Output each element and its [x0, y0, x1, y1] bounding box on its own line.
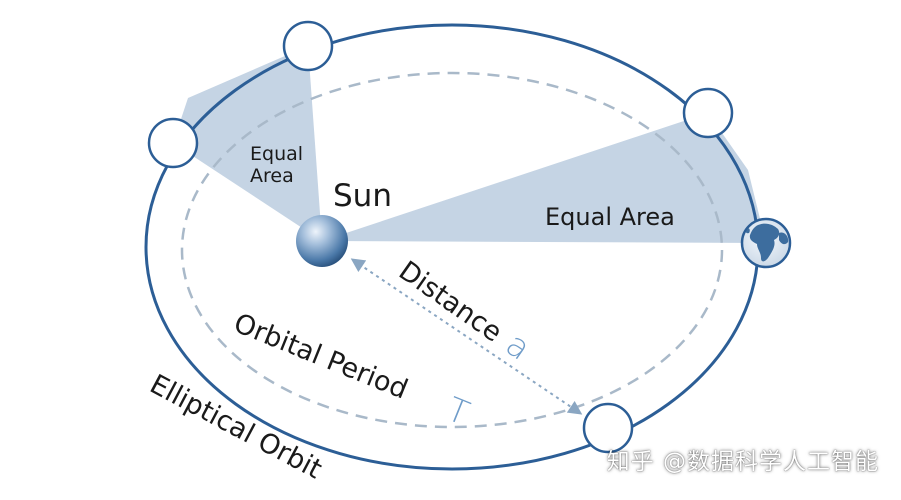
- orbital-period-label: Orbital Period: [229, 308, 412, 406]
- sun-sphere-icon: [296, 215, 348, 267]
- planet-top: [282, 20, 334, 72]
- planet-left: [147, 117, 199, 169]
- watermark: 知乎 @数据科学人工智能: [606, 449, 879, 475]
- period-symbol: T: [442, 389, 475, 433]
- equal-area-sector-small: [173, 46, 322, 241]
- dashed-orbit-path: [180, 71, 724, 429]
- equal-area-large-label: Equal Area: [545, 203, 675, 231]
- distance-label: Distance: [393, 255, 507, 348]
- elliptical-orbit-label: Elliptical Orbit: [145, 369, 327, 485]
- sun-label: Sun: [333, 178, 392, 214]
- equal-area-small-label-line1: Equal: [250, 143, 303, 165]
- equal-area-small-label-line2: Area: [250, 165, 294, 187]
- earth-globe-icon: [740, 217, 792, 269]
- planet-bottom: [582, 402, 634, 454]
- planet-upper-right: [682, 87, 734, 139]
- equal-area-sector-large: [322, 113, 766, 243]
